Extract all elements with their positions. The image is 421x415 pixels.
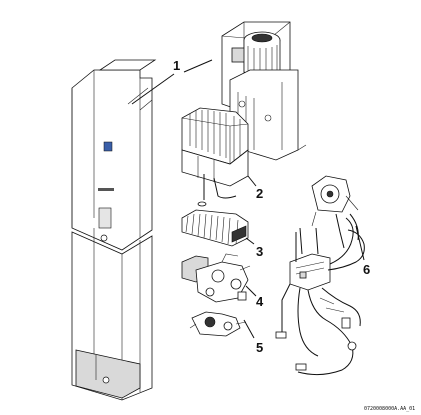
combustion-chamber	[181, 107, 249, 207]
control-box-wiring	[275, 175, 365, 376]
drawing-code: 0720008000A.AA_01	[364, 406, 415, 412]
callout-2: 2	[256, 186, 263, 201]
drain-valve-icon	[102, 376, 110, 384]
display-window	[98, 207, 112, 229]
callout-4: 4	[256, 294, 264, 309]
appliance-casing	[71, 59, 157, 401]
callout-5: 5	[256, 340, 263, 355]
badge-label-strip	[98, 188, 114, 191]
burner-assembly	[181, 209, 249, 247]
callout-3: 3	[256, 244, 263, 259]
callout-labels: 1 2 3 4 5 6	[173, 58, 370, 355]
callout-6: 6	[363, 262, 370, 277]
water-unit	[189, 311, 247, 337]
gas-water-valve-assembly	[181, 253, 251, 303]
callout-1: 1	[173, 58, 180, 73]
leader-lines	[131, 59, 365, 339]
brand-badge-icon	[103, 141, 113, 152]
